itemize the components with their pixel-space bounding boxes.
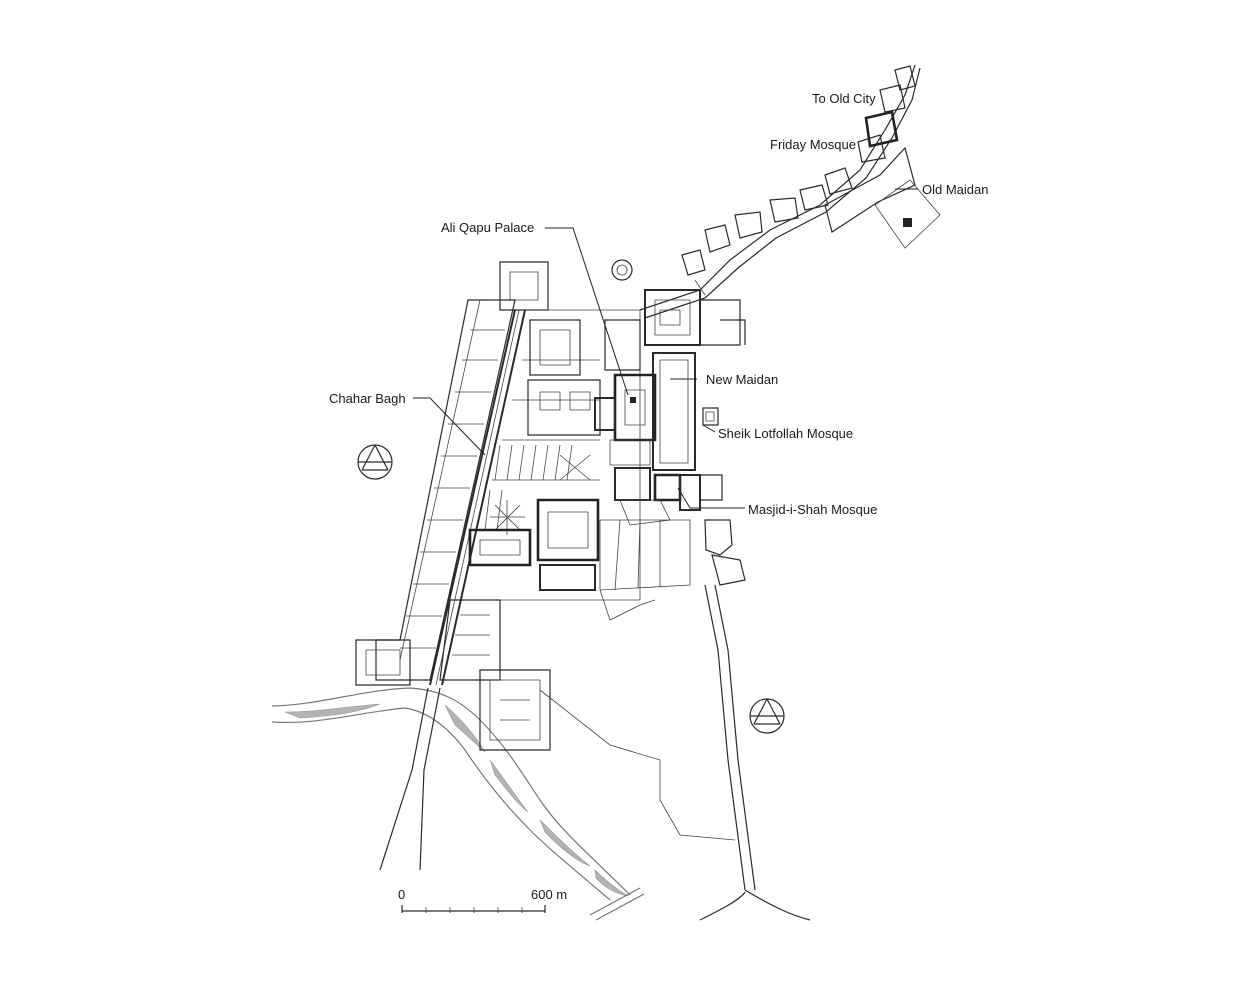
east-avenue-blocks [439,309,691,751]
compass-symbol-east [749,698,785,734]
scale-bar: 0 600 m [398,887,567,913]
east-bazaar-strip [704,519,746,586]
map-labels: To Old City Friday Mosque Old Maidan Ali… [329,91,988,517]
label-friday-mosque: Friday Mosque [770,137,856,152]
label-ali-qapu-palace: Ali Qapu Palace [441,220,534,235]
old-city-route-blocks [681,65,916,296]
river [271,687,645,921]
scale-bar-start-label: 0 [398,887,405,902]
south-central-blocks [468,498,600,591]
round-structure [611,259,633,281]
label-masjid-i-shah-mosque: Masjid-i-Shah Mosque [748,502,877,517]
palace-complex [527,319,657,466]
roads [379,64,921,921]
label-old-maidan: Old Maidan [922,182,988,197]
label-new-maidan: New Maidan [706,372,778,387]
label-chahar-bagh: Chahar Bagh [329,391,406,406]
label-to-old-city: To Old City [812,91,876,106]
new-maidan [652,352,696,471]
west-blocks [355,261,549,686]
compass-symbol-west [357,444,393,480]
label-sheik-lotfollah-mosque: Sheik Lotfollah Mosque [718,426,853,441]
chahar-bagh-avenue [429,309,526,686]
leader-lines [413,188,918,509]
old-maidan [824,146,941,249]
masjid-i-shah-complex [614,467,723,526]
maidan-north-bazaar [644,289,746,346]
sheik-lotfollah-building [702,407,719,426]
scale-bar-end-label: 600 m [531,887,567,902]
